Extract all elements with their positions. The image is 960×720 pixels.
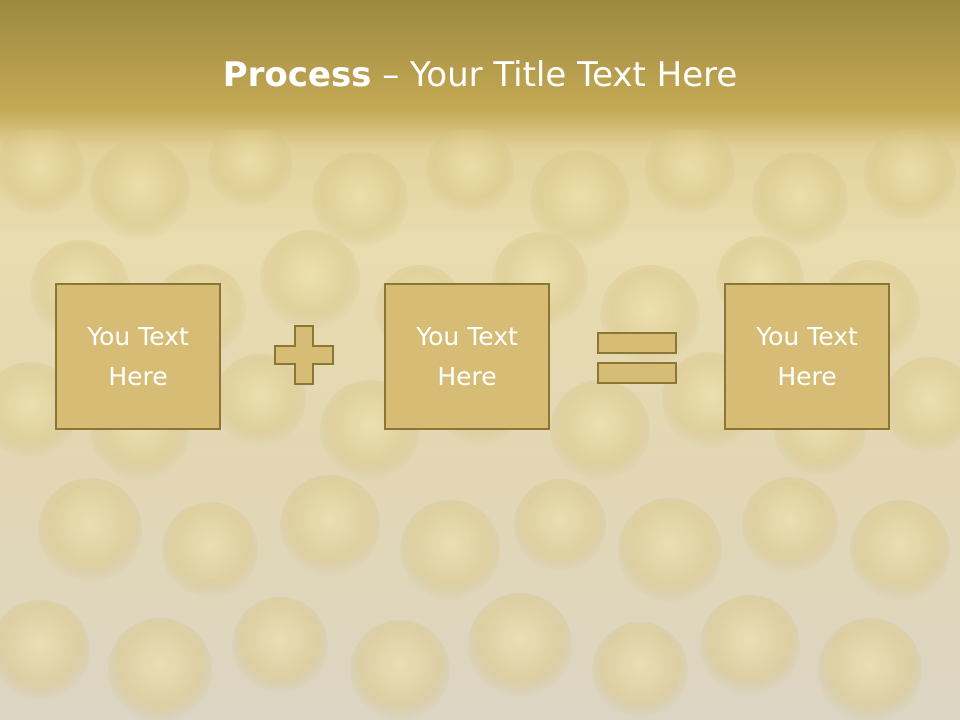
equals-icon	[597, 332, 677, 384]
title-bold: Process	[222, 55, 372, 95]
process-box-2-text: You Text Here	[416, 321, 518, 391]
slide-title: Process – Your Title Text Here	[0, 52, 960, 98]
plus-icon	[274, 325, 334, 385]
process-box-1[interactable]: You Text Here	[55, 283, 221, 430]
process-box-1-text: You Text Here	[87, 321, 189, 391]
title-rest: – Your Title Text Here	[371, 55, 738, 95]
process-box-3[interactable]: You Text Here	[724, 283, 890, 430]
process-box-3-text: You Text Here	[756, 321, 858, 391]
process-box-2[interactable]: You Text Here	[384, 283, 550, 430]
